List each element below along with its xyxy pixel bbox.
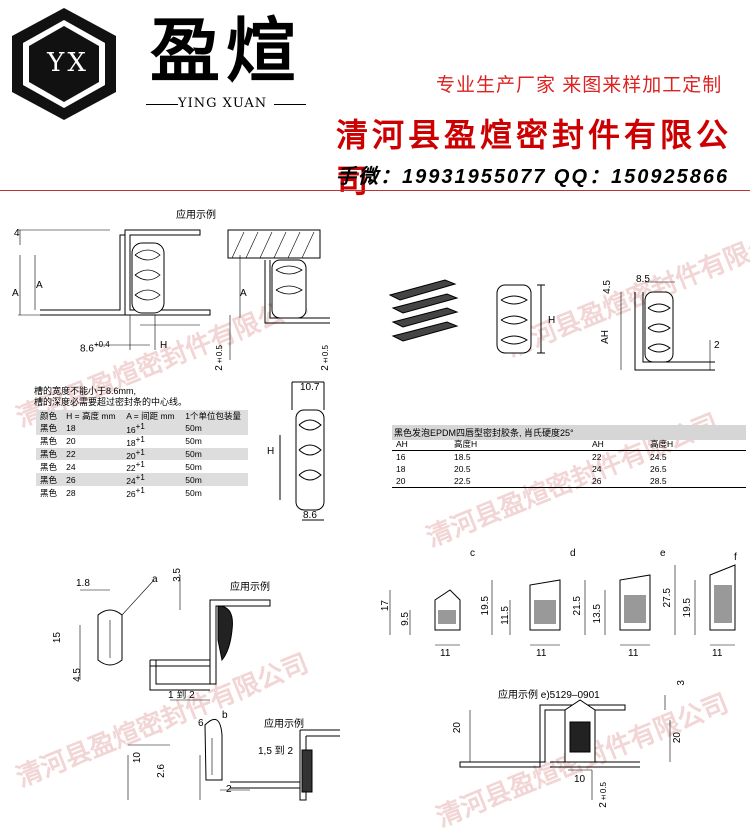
dim-9-5: 9.5 xyxy=(400,612,411,626)
seal-profile-drawing xyxy=(279,381,325,521)
dim-2-tol: 2±0.5 xyxy=(598,782,609,808)
dim-2-6: 2.6 xyxy=(156,764,167,778)
table-header: A = 间距 mm xyxy=(122,410,182,422)
example-title: 应用示例 xyxy=(264,719,304,730)
table-header: AH xyxy=(396,439,408,449)
dim-AH: AH xyxy=(600,330,611,344)
slogan: 专业生产厂家 来图来样加工定制 xyxy=(436,75,723,96)
callout-label-b: b xyxy=(222,710,228,721)
dim-11: 11 xyxy=(536,648,547,659)
dim-10: 10 xyxy=(574,774,586,785)
logo-hexagon-icon xyxy=(12,8,116,120)
dim-6: 6 xyxy=(198,718,204,729)
dim-15: 15 xyxy=(52,632,63,644)
callout-label-c: c xyxy=(470,548,475,559)
table-header: 高度H xyxy=(650,439,674,449)
dim-2-tol: 2±0.5 xyxy=(214,345,225,371)
table-header: H = 高度 mm xyxy=(62,410,123,422)
contact-line: 手微：19931955077 QQ：150925866 xyxy=(336,166,730,188)
dim-8-5: 8.5 xyxy=(636,274,650,285)
dim-2: 2 xyxy=(226,784,232,795)
dim-4-5: 4.5 xyxy=(72,668,83,682)
dim-20: 20 xyxy=(452,722,463,734)
dim-21-5: 21.5 xyxy=(572,596,583,616)
dim-17: 17 xyxy=(380,600,391,612)
table-header: 高度H xyxy=(454,439,478,449)
dim-1-8: 1.8 xyxy=(76,578,90,589)
dim-11: 11 xyxy=(440,648,451,659)
dim-3: 3 xyxy=(676,680,687,686)
dim-11: 11 xyxy=(628,648,639,659)
brand-name-en: YING XUAN xyxy=(178,96,268,111)
dim-H: H xyxy=(548,315,556,326)
dim-8-6: 8.6+0.4 xyxy=(80,340,110,355)
note-groove-width: 槽的宽度不能小于8.6mm, xyxy=(34,386,137,396)
dim-3-5: 3.5 xyxy=(172,568,183,582)
dim-A: A xyxy=(36,280,43,291)
application-drawing-ab xyxy=(79,575,340,801)
four-lip-seal-drawings xyxy=(388,279,715,371)
dim-gap-a: 1 到 2 xyxy=(168,690,195,701)
callout-label-a: a xyxy=(152,574,158,585)
callout-label-e: e xyxy=(660,548,666,559)
callout-label-f: f xyxy=(734,552,737,563)
table-header-row: 颜色 H = 高度 mm A = 间距 mm 1个单位包装量 xyxy=(36,410,248,422)
dim-4: 4 xyxy=(14,228,20,239)
table-header: 颜色 xyxy=(36,410,63,422)
dim-4-5: 4.5 xyxy=(602,280,613,294)
dim-10: 10 xyxy=(132,752,143,764)
dim-13-5: 13.5 xyxy=(592,604,603,624)
dim-20: 20 xyxy=(672,732,683,744)
table-header: AH xyxy=(592,439,604,449)
dim-A: A xyxy=(240,288,247,299)
dim-11: 11 xyxy=(712,648,723,659)
table-header-row: AH 高度H AH 高度H xyxy=(392,438,746,451)
dim-H: H xyxy=(160,340,168,351)
application-drawing-e xyxy=(459,695,671,800)
table-caption: 黑色发泡EPDM四唇型密封胶条, 肖氏硬度25° xyxy=(392,425,746,440)
note-groove-depth: 槽的深度必需要超过密封条的中心线。 xyxy=(34,397,188,407)
company-name: 清河县盈煊密封件有限公司 xyxy=(336,116,733,200)
header-divider xyxy=(0,190,750,191)
example-title: 应用示例 xyxy=(230,582,270,593)
example-e-title: 应用示例 e)5129–0901 xyxy=(498,690,600,701)
table-header: 1个单位包装量 xyxy=(181,410,248,422)
dim-H: H xyxy=(267,446,275,457)
dim-A: A xyxy=(12,288,19,299)
dim-8-6: 8.6 xyxy=(303,510,317,521)
callout-label-d: d xyxy=(570,548,576,559)
brand-rule-right xyxy=(274,104,306,105)
profiles-cdef-drawing xyxy=(389,564,736,646)
example-title: 应用示例 xyxy=(176,210,216,221)
dim-19-5: 19.5 xyxy=(682,598,693,618)
dim-11-5: 11.5 xyxy=(500,606,511,625)
brand-name-cn: 盈煊 xyxy=(150,9,302,92)
dim-10-7: 10.7 xyxy=(300,382,320,393)
brand-rule-left xyxy=(146,104,178,105)
dim-2: 2 xyxy=(714,340,720,351)
dim-gap-b: 1,5 到 2 xyxy=(258,746,294,757)
dim-2-tol: 2±0.5 xyxy=(320,345,331,371)
dim-19-5: 19.5 xyxy=(480,596,491,616)
application-drawing-1 xyxy=(18,229,330,360)
logo-letters: YX xyxy=(47,48,89,78)
dim-27-5: 27.5 xyxy=(662,588,673,608)
